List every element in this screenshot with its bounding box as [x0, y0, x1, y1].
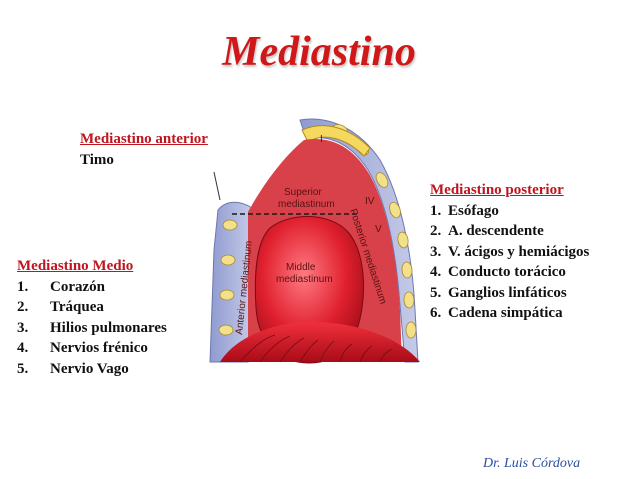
superior-label-1: Superior	[284, 187, 322, 198]
superior-label-2: mediastinum	[278, 199, 335, 210]
list-item: 5.Nervio Vago	[17, 360, 129, 377]
anterior-item: Timo	[80, 151, 114, 168]
list-item: 3.V. ácigos y hemiácigos	[430, 243, 590, 260]
thoracic-wall	[299, 118, 419, 363]
anterior-heading: Mediastino anterior	[80, 131, 208, 147]
list-item: 1.Esófago	[430, 202, 499, 219]
list-item: 5.Ganglios linfáticos	[430, 284, 567, 301]
middle-label-1: Middle	[286, 262, 316, 273]
page-title: Mediastino	[222, 29, 416, 75]
list-item: 2.Tráquea	[17, 299, 104, 315]
first-rib	[301, 125, 371, 157]
list-item: 3.Hilios pulmonares	[17, 319, 167, 336]
list-item: 1.Corazón	[17, 278, 105, 295]
rib-label-v: V	[375, 224, 382, 235]
middle-label-2: mediastinum	[276, 274, 333, 285]
list-item: 6.Cadena simpática	[430, 305, 563, 321]
anterior-mediastinum-block: Mediastino anterior Timo	[80, 129, 208, 170]
list-item: 4.Nervios frénico	[17, 340, 148, 356]
pointer-line	[213, 171, 221, 201]
author-credit: Dr. Luis Córdova	[483, 456, 581, 471]
list-item: 4.Conducto torácico	[430, 264, 566, 280]
posterior-list: 1.Esófago 2.A. descendente 3.V. ácigos y…	[430, 201, 589, 324]
posterior-heading: Mediastino posterior	[430, 182, 564, 198]
rib-label-i: I	[320, 134, 323, 145]
middle-heading: Mediastino Medio	[17, 258, 134, 274]
mediastinum-diagram: Superior mediastinum Middle mediastinum …	[209, 118, 420, 364]
middle-mediastinum-block: Mediastino Medio 1.Corazón 2.Tráquea 3.H…	[17, 256, 167, 379]
diaphragm	[220, 321, 420, 362]
posterior-mediastinum-block: Mediastino posterior 1.Esófago 2.A. desc…	[430, 180, 589, 324]
middle-list: 1.Corazón 2.Tráquea 3.Hilios pulmonares …	[17, 277, 167, 380]
diaphragm-striations	[239, 334, 393, 363]
rib-label-iv: IV	[365, 196, 375, 207]
list-item: 2.A. descendente	[430, 223, 544, 239]
